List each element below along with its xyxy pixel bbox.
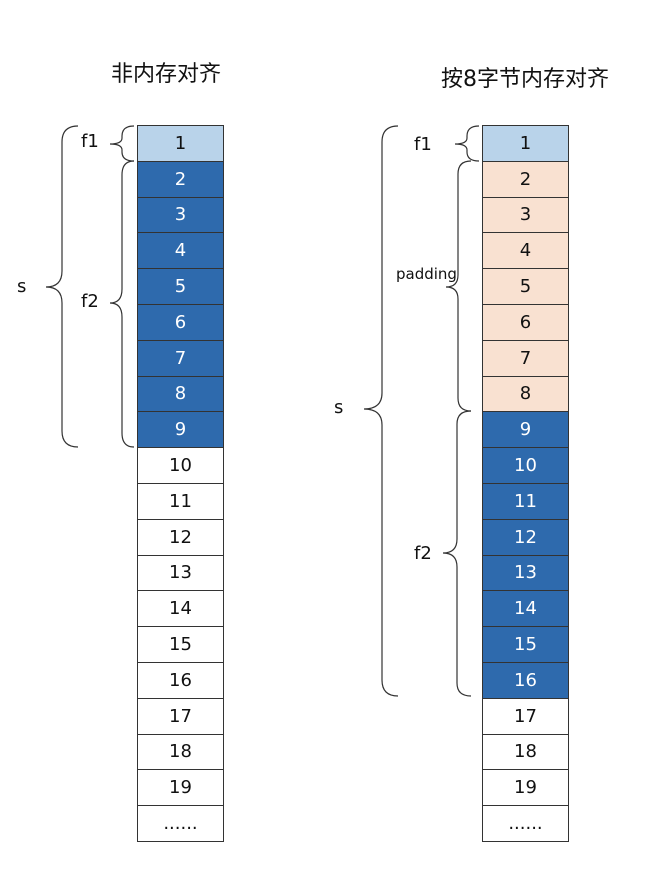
left-memory-cell: 12 (137, 519, 224, 556)
right-memory-cell: 16 (482, 662, 569, 699)
left-f1-brace (109, 125, 135, 162)
right-memory-cell: 10 (482, 448, 569, 484)
right-f1-brace (454, 125, 480, 162)
left-memory-cell: 3 (137, 197, 224, 234)
left-memory-cell: 8 (137, 376, 224, 413)
right-memory-cell: 14 (482, 591, 569, 628)
left-title: 非内存对齐 (111, 62, 222, 87)
left-f1-label: f1 (81, 131, 99, 152)
right-padding-brace (445, 160, 472, 412)
right-memory-cell: 17 (482, 698, 569, 735)
left-memory-cell: 16 (137, 662, 224, 699)
left-memory-cell: 17 (137, 698, 224, 735)
right-s-brace (363, 125, 399, 697)
right-s-label: s (334, 397, 344, 418)
right-memory-cell: 2 (482, 161, 569, 198)
right-f1-label: f1 (414, 134, 432, 155)
left-memory-cell: 9 (137, 412, 224, 449)
left-memory-cell: 1 (137, 126, 224, 162)
left-f2-brace (109, 160, 135, 448)
right-memory-cell: 8 (482, 376, 569, 413)
left-memory-cell: 14 (137, 591, 224, 628)
right-memory-cell: 11 (482, 483, 569, 520)
left-s-brace (45, 125, 79, 448)
left-s-label: s (17, 276, 27, 297)
right-memory-cell: 7 (482, 340, 569, 377)
left-memory-cell: 15 (137, 627, 224, 663)
right-memory-cell: 5 (482, 269, 569, 305)
right-memory-cell: 4 (482, 233, 569, 270)
left-memory-cell: 11 (137, 483, 224, 520)
right-memory-cell: 19 (482, 770, 569, 807)
right-f2-label: f2 (414, 543, 432, 564)
right-memory-cell: 1 (482, 126, 569, 162)
left-memory-cell: 6 (137, 304, 224, 341)
left-memory-cell: 18 (137, 734, 224, 771)
left-memory-cell: 10 (137, 448, 224, 484)
left-memory-cell: 7 (137, 340, 224, 377)
left-memory-cell: 5 (137, 269, 224, 305)
left-memory-cell: 4 (137, 233, 224, 270)
left-memory-cell: ...... (137, 806, 224, 842)
right-memory-cell: ...... (482, 806, 569, 842)
right-f2-brace (442, 410, 472, 697)
left-memory-cell: 13 (137, 555, 224, 592)
right-memory-cell: 6 (482, 304, 569, 341)
right-memory-cell: 18 (482, 734, 569, 771)
right-memory-cell: 12 (482, 519, 569, 556)
left-memory-cell: 19 (137, 770, 224, 807)
right-memory-cell: 3 (482, 197, 569, 234)
right-memory-cell: 13 (482, 555, 569, 592)
right-memory-cell: 15 (482, 627, 569, 663)
right-title: 按8字节内存对齐 (441, 67, 609, 92)
right-padding-label: padding (396, 265, 457, 283)
left-memory-cell: 2 (137, 161, 224, 198)
left-f2-label: f2 (81, 291, 99, 312)
right-memory-cell: 9 (482, 412, 569, 449)
